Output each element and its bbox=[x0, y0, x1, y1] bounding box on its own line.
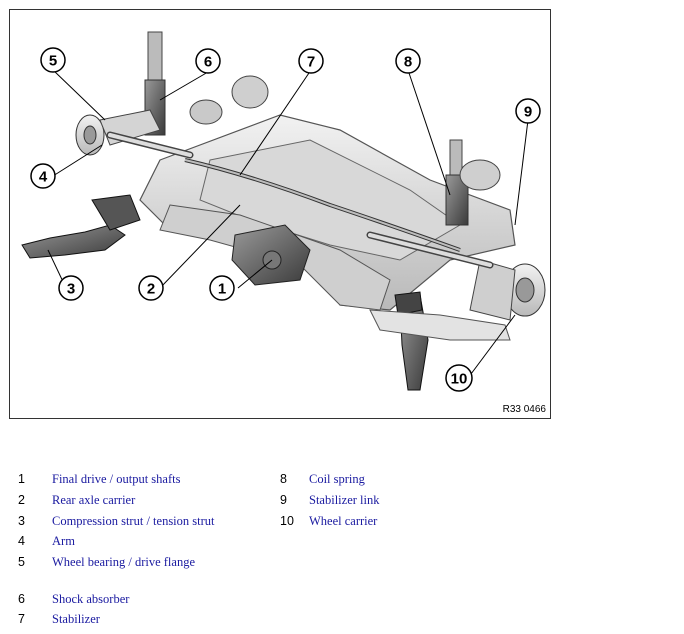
legend-right: 8 Coil spring 9 Stabilizer link 10 Wheel… bbox=[280, 472, 480, 542]
callout-2: 2 bbox=[138, 275, 164, 301]
legend-label: Stabilizer link bbox=[309, 493, 380, 507]
callout-label: 10 bbox=[451, 371, 468, 388]
callout-1: 1 bbox=[209, 275, 235, 301]
legend-number: 6 bbox=[18, 592, 25, 606]
callout-label: 6 bbox=[204, 54, 212, 71]
legend-number: 9 bbox=[280, 493, 287, 507]
callout-10: 10 bbox=[445, 364, 473, 392]
legend-number: 5 bbox=[18, 555, 25, 569]
callout-label: 8 bbox=[404, 54, 412, 71]
callout-8: 8 bbox=[395, 48, 421, 74]
callout-3: 3 bbox=[58, 275, 84, 301]
legend-number: 7 bbox=[18, 612, 25, 626]
legend-label: Shock absorber bbox=[52, 592, 130, 606]
legend-number: 4 bbox=[18, 534, 25, 548]
callout-7: 7 bbox=[298, 48, 324, 74]
legend-label: Wheel bearing / drive flange bbox=[52, 555, 195, 569]
figure-id-label: R33 0466 bbox=[502, 404, 546, 415]
legend-label: Final drive / output shafts bbox=[52, 472, 181, 486]
legend-label: Arm bbox=[52, 534, 75, 548]
stabilizer-bar-shape bbox=[184, 158, 461, 252]
final-drive-shape bbox=[231, 224, 311, 286]
compression-strut-shape bbox=[21, 194, 141, 259]
right-shock-absorber-shape bbox=[445, 139, 501, 226]
rear-axle-illustration: 5 6 7 8 9 4 3 2 bbox=[21, 31, 546, 392]
legend-number: 3 bbox=[18, 514, 25, 528]
legend-number: 8 bbox=[280, 472, 287, 486]
right-wheel-hub-shape bbox=[469, 259, 546, 321]
callout-label: 7 bbox=[307, 54, 315, 71]
legend-label: Rear axle carrier bbox=[52, 493, 136, 507]
tension-strut-shape bbox=[394, 291, 429, 391]
legend-left: 1 Final drive / output shafts 2 Rear axl… bbox=[18, 472, 278, 632]
legend-label: Compression strut / tension strut bbox=[52, 514, 215, 528]
callout-9: 9 bbox=[515, 98, 541, 124]
callout-6: 6 bbox=[195, 48, 221, 74]
legend-number: 1 bbox=[18, 472, 25, 486]
lower-arm-shape bbox=[369, 309, 511, 341]
left-shock-absorber-shape bbox=[144, 31, 269, 136]
legend-label: Wheel carrier bbox=[309, 514, 378, 528]
callout-label: 3 bbox=[67, 281, 75, 298]
legend-label: Coil spring bbox=[309, 472, 365, 486]
left-wheel-hub-shape bbox=[75, 109, 161, 156]
callout-label: 9 bbox=[524, 104, 532, 121]
callout-label: 1 bbox=[218, 281, 226, 298]
callout-label: 4 bbox=[39, 169, 48, 186]
drive-shafts-shape bbox=[106, 131, 494, 269]
legend-label: Stabilizer bbox=[52, 612, 100, 626]
callout-label: 5 bbox=[49, 53, 57, 70]
callout-4: 4 bbox=[30, 163, 56, 189]
callout-label: 2 bbox=[147, 281, 155, 298]
legend-number: 10 bbox=[280, 514, 294, 528]
legend-number: 2 bbox=[18, 493, 25, 507]
callout-5: 5 bbox=[40, 47, 66, 73]
rear-axle-figure: 5 6 7 8 9 4 3 2 bbox=[9, 9, 551, 419]
